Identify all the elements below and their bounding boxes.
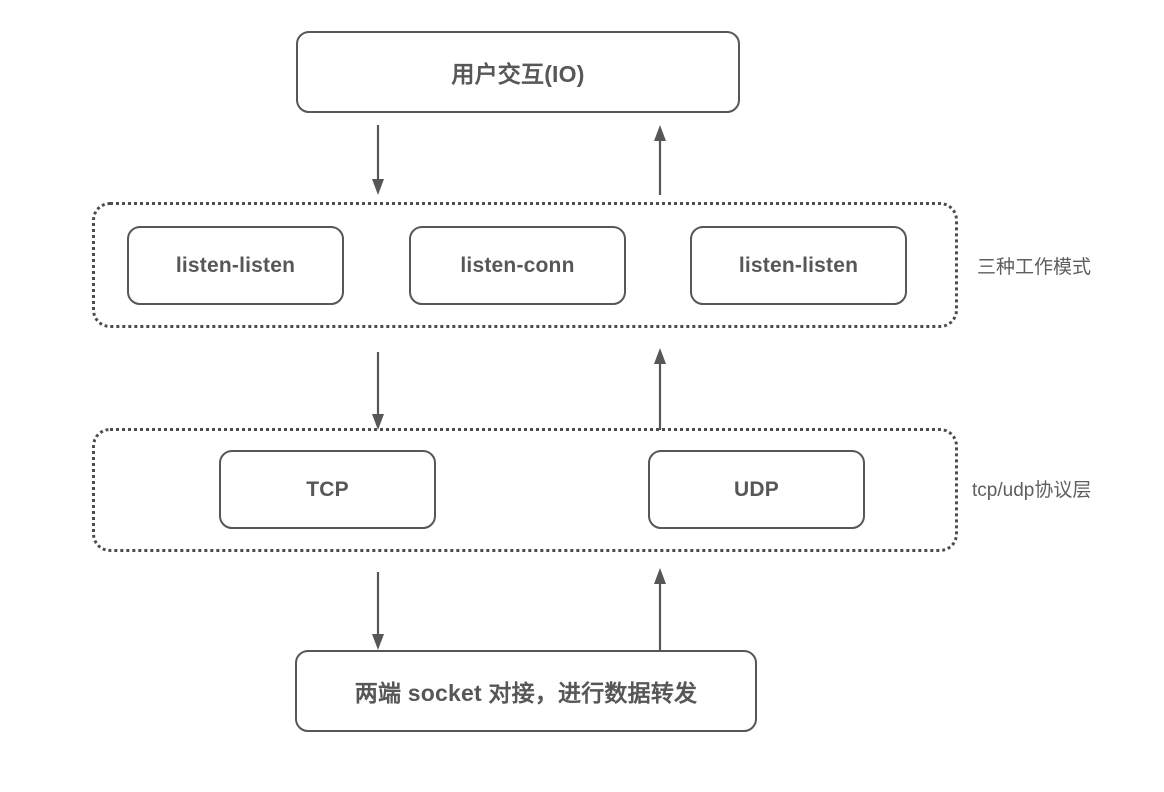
node-socket-forwarding-label: 两端 socket 对接，进行数据转发 — [354, 680, 698, 706]
arrow-protocol-to-modes — [650, 348, 670, 430]
arrow-socket-to-protocol — [650, 568, 670, 650]
node-listen-listen-1[interactable]: listen-listen — [127, 226, 344, 305]
node-listen-conn-label: listen-conn — [460, 253, 575, 277]
node-user-interaction-label: 用户交互(IO) — [451, 61, 585, 87]
side-label-work-modes: 三种工作模式 — [977, 257, 1092, 278]
group-work-modes — [92, 202, 958, 328]
node-listen-conn[interactable]: listen-conn — [409, 226, 626, 305]
side-label-protocol-layer: tcp/udp协议层 — [972, 480, 1092, 501]
node-udp[interactable]: UDP — [648, 450, 865, 529]
node-listen-listen-2[interactable]: listen-listen — [690, 226, 907, 305]
node-user-interaction[interactable]: 用户交互(IO) — [296, 31, 740, 113]
arrow-io-to-modes — [368, 125, 388, 195]
node-listen-listen-2-label: listen-listen — [738, 253, 859, 277]
group-protocol-layer — [92, 428, 958, 552]
arrow-modes-to-protocol — [368, 352, 388, 430]
arrow-modes-to-io — [650, 125, 670, 195]
node-listen-listen-1-label: listen-listen — [175, 253, 296, 277]
arrow-protocol-to-socket — [368, 572, 388, 650]
node-udp-label: UDP — [734, 477, 779, 501]
node-tcp-label: TCP — [306, 477, 349, 501]
node-tcp[interactable]: TCP — [219, 450, 436, 529]
node-socket-forwarding[interactable]: 两端 socket 对接，进行数据转发 — [295, 650, 757, 732]
